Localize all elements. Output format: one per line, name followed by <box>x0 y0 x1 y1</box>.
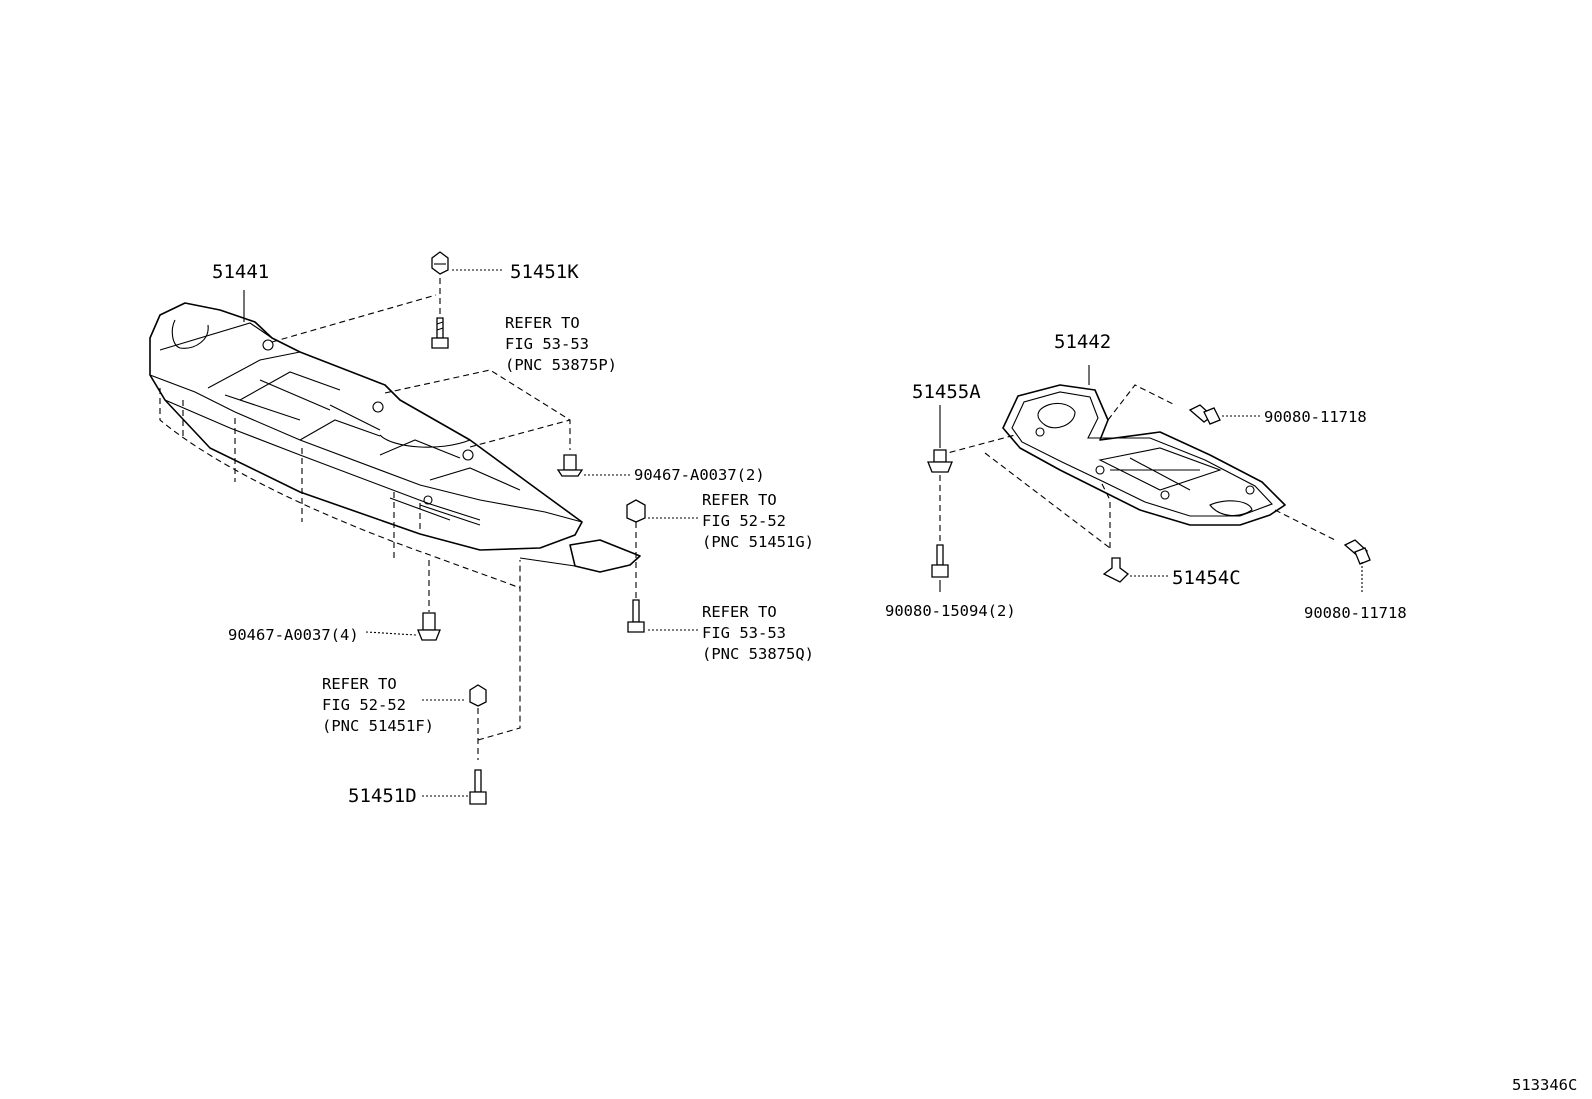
bolt-53875P-icon[interactable] <box>431 317 449 349</box>
screw-90080-11718-bottom-icon[interactable] <box>1343 539 1371 565</box>
ref-fig53-p-line2: FIG 53-53 <box>505 335 589 353</box>
clip-51451G-icon[interactable] <box>626 499 646 523</box>
ref-fig52-g-line1: REFER TO <box>702 491 777 509</box>
clip-90467-A0037-icon[interactable] <box>556 454 584 477</box>
ref-fig53-q-line1: REFER TO <box>702 603 777 621</box>
label-51442: 51442 <box>1054 331 1111 353</box>
screw-90080-11718-top-icon[interactable] <box>1188 404 1221 425</box>
ref-fig52-f-line2: FIG 52-52 <box>322 696 406 714</box>
label-90467-A0037-2: 90467-A0037(2) <box>634 466 765 484</box>
clip-51451F-icon[interactable] <box>469 684 487 707</box>
bolt-53875Q-icon[interactable] <box>627 599 645 633</box>
engine-under-cover-51442[interactable] <box>1002 384 1286 526</box>
ref-fig52-f-line1: REFER TO <box>322 675 397 693</box>
bolt-51451D-icon[interactable] <box>469 769 487 805</box>
label-90080-11718-bottom: 90080-11718 <box>1304 604 1407 622</box>
ref-fig53-p-line1: REFER TO <box>505 314 580 332</box>
ref-fig52-f-line3: (PNC 51451F) <box>322 717 434 735</box>
ref-fig53-q-line2: FIG 53-53 <box>702 624 786 642</box>
label-51451D: 51451D <box>348 785 417 807</box>
ref-fig52-g-line3: (PNC 51451G) <box>702 533 814 551</box>
label-51451K: 51451K <box>510 261 579 283</box>
clip-51451K-icon[interactable] <box>431 251 449 275</box>
diagram-id: 513346C <box>1512 1076 1577 1094</box>
ref-fig53-q-line3: (PNC 53875Q) <box>702 645 814 663</box>
label-90080-15094: 90080-15094(2) <box>885 602 1016 620</box>
nut-51455A-icon[interactable] <box>927 449 953 473</box>
ref-fig52-g-line2: FIG 52-52 <box>702 512 786 530</box>
ref-fig53-p-line3: (PNC 53875P) <box>505 356 617 374</box>
engine-under-cover-51441[interactable] <box>149 302 641 573</box>
label-90080-11718-top: 90080-11718 <box>1264 408 1367 426</box>
label-51455A: 51455A <box>912 381 981 403</box>
screw-90080-15094-icon[interactable] <box>931 544 949 578</box>
clip-51454C-icon[interactable] <box>1102 557 1129 583</box>
label-51454C: 51454C <box>1172 567 1241 589</box>
label-51441: 51441 <box>212 261 269 283</box>
label-90467-A0037-4: 90467-A0037(4) <box>228 626 359 644</box>
clip-90467-A0037-4-icon[interactable] <box>417 612 441 641</box>
